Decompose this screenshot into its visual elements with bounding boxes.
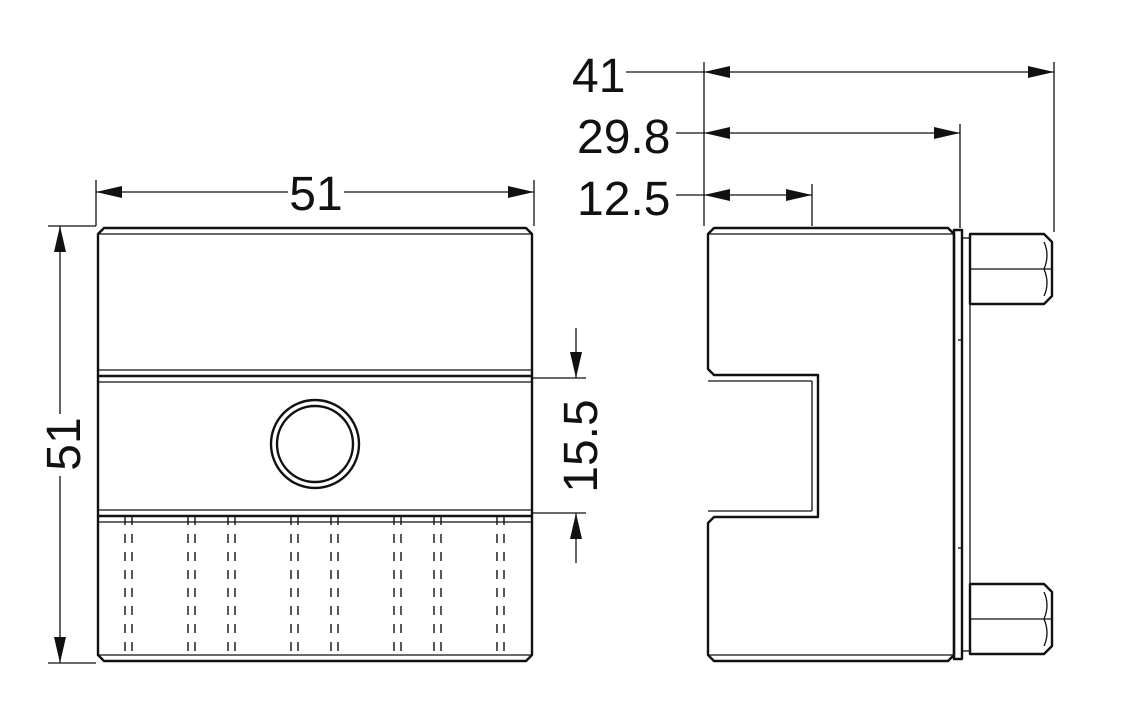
upper-screw-head <box>968 232 1054 306</box>
front-view: 51 51 15.5 <box>38 168 608 664</box>
dimension-side-mid: 29.8 <box>577 111 960 164</box>
side-slot-label: 12.5 <box>577 173 670 226</box>
side-mid-label: 29.8 <box>577 111 670 164</box>
back-plate <box>952 228 971 661</box>
band-height-label: 15.5 <box>555 399 608 492</box>
dimension-front-width: 51 <box>95 168 535 226</box>
dimension-side-slot: 12.5 <box>577 173 812 226</box>
front-middle-band <box>98 369 532 523</box>
side-body-outline <box>706 226 956 663</box>
hidden-lines <box>124 516 505 661</box>
dimension-side-overall: 41 <box>572 50 1054 103</box>
side-overall-label: 41 <box>572 50 625 103</box>
center-hole <box>269 398 361 490</box>
lower-screw-head <box>968 582 1054 656</box>
dimension-band-height: 15.5 <box>532 328 608 563</box>
side-view: 41 29.8 12.5 <box>572 50 1055 663</box>
front-height-label: 51 <box>38 417 91 470</box>
dimension-front-height: 51 <box>38 225 96 664</box>
front-width-label: 51 <box>289 168 342 221</box>
front-body-outline <box>96 226 534 663</box>
